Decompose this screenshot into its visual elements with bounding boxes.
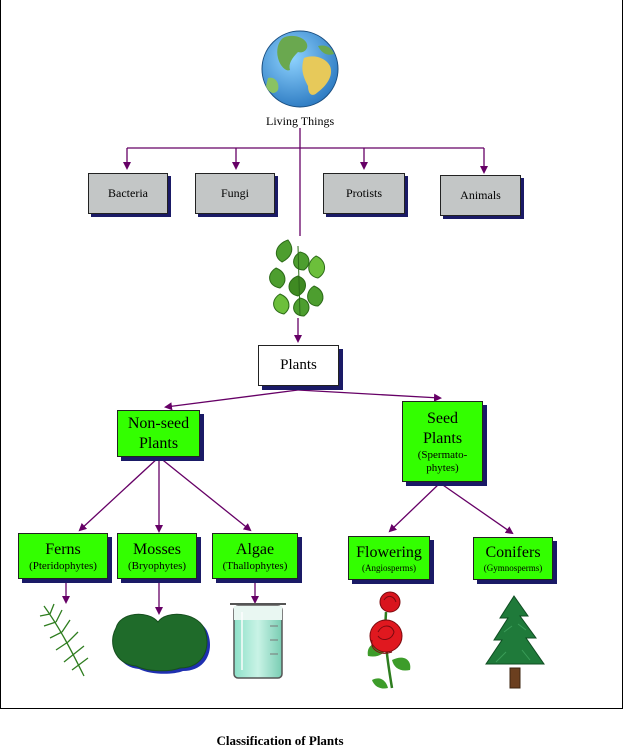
group-box-mosses: Mosses (Bryophytes) — [117, 533, 197, 579]
nonseed-line2: Plants — [138, 434, 179, 452]
arrow-conifers — [439, 482, 514, 535]
globe-icon — [261, 30, 339, 108]
kingdom-box-animals: Animals — [440, 175, 521, 216]
fern-frond-icon — [39, 603, 89, 677]
group-box-algae: Algae (Thallophytes) — [212, 533, 298, 579]
kingdom-box-bacteria: Bacteria — [88, 173, 168, 214]
kingdom-box-protists: Protists — [323, 173, 405, 214]
kingdom-label: Protists — [345, 186, 382, 200]
group-name: Mosses — [132, 540, 181, 558]
arrow-seed — [297, 389, 442, 402]
kingdom-label: Fungi — [220, 186, 249, 200]
group-name: Algae — [235, 540, 275, 558]
group-sub: (Bryophytes) — [127, 559, 187, 572]
group-box-flowering: Flowering (Angiosperms) — [348, 536, 430, 580]
rose-icon — [367, 591, 411, 689]
group-name: Conifers — [485, 544, 541, 561]
plants-box: Plants — [258, 345, 339, 386]
seed-plants-box: Seed Plants (Spermato- phytes) — [402, 401, 483, 482]
group-name: Ferns — [45, 540, 81, 558]
arrow-flowering — [388, 482, 441, 533]
group-box-conifers: Conifers (Gymnosperms) — [473, 537, 553, 580]
conifer-tree-icon — [485, 595, 545, 689]
arrow-nonseed — [164, 389, 299, 411]
group-sub: (Gymnosperms) — [483, 563, 543, 573]
nonseed-line1: Non-seed — [127, 414, 190, 432]
seed-line1: Seed — [426, 409, 459, 427]
group-sub: (Thallophytes) — [222, 559, 288, 572]
group-sub: (Pteridophytes) — [29, 559, 97, 572]
figure-caption: Classification of Plants — [216, 733, 344, 748]
arrow-ferns — [78, 456, 160, 532]
tree-connectors — [62, 128, 514, 615]
group-name: Flowering — [356, 543, 422, 561]
seed-sub2: phytes) — [426, 461, 459, 474]
kingdom-label: Bacteria — [108, 186, 148, 200]
beaker-icon — [230, 603, 286, 679]
plants-label: Plants — [280, 357, 317, 373]
kingdom-box-fungi: Fungi — [195, 173, 275, 214]
moss-clump-icon — [112, 613, 210, 674]
kingdom-label: Animals — [460, 188, 501, 202]
figure-frame — [0, 0, 623, 709]
group-sub: (Angiosperms) — [362, 562, 416, 573]
nonseed-plants-box: Non-seed Plants — [117, 410, 200, 457]
seed-line2: Plants — [422, 429, 463, 447]
seed-sub1: (Spermato- — [417, 448, 468, 461]
arrow-algae — [158, 456, 252, 532]
leaves-icon — [269, 239, 325, 317]
group-box-ferns: Ferns (Pteridophytes) — [18, 533, 108, 579]
living-things-label: Living Things — [266, 114, 335, 128]
